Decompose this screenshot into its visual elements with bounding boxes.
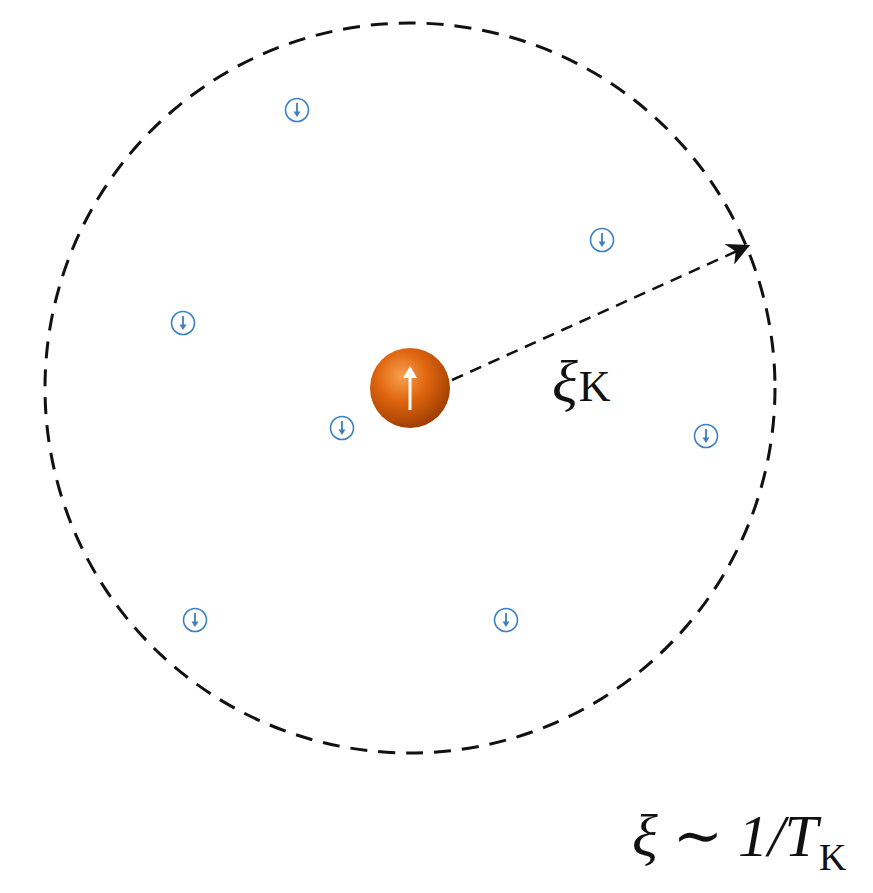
- conduction-electrons: [172, 99, 718, 632]
- relation-subscript: K: [819, 838, 846, 876]
- screening-cloud: [45, 23, 775, 753]
- relation-text: ξ ∼ 1/T: [632, 806, 818, 866]
- impurity-spin: [370, 348, 450, 428]
- radius-subscript: K: [579, 365, 611, 409]
- radius-symbol: ξ: [552, 352, 578, 412]
- radius-arrow: [452, 246, 748, 380]
